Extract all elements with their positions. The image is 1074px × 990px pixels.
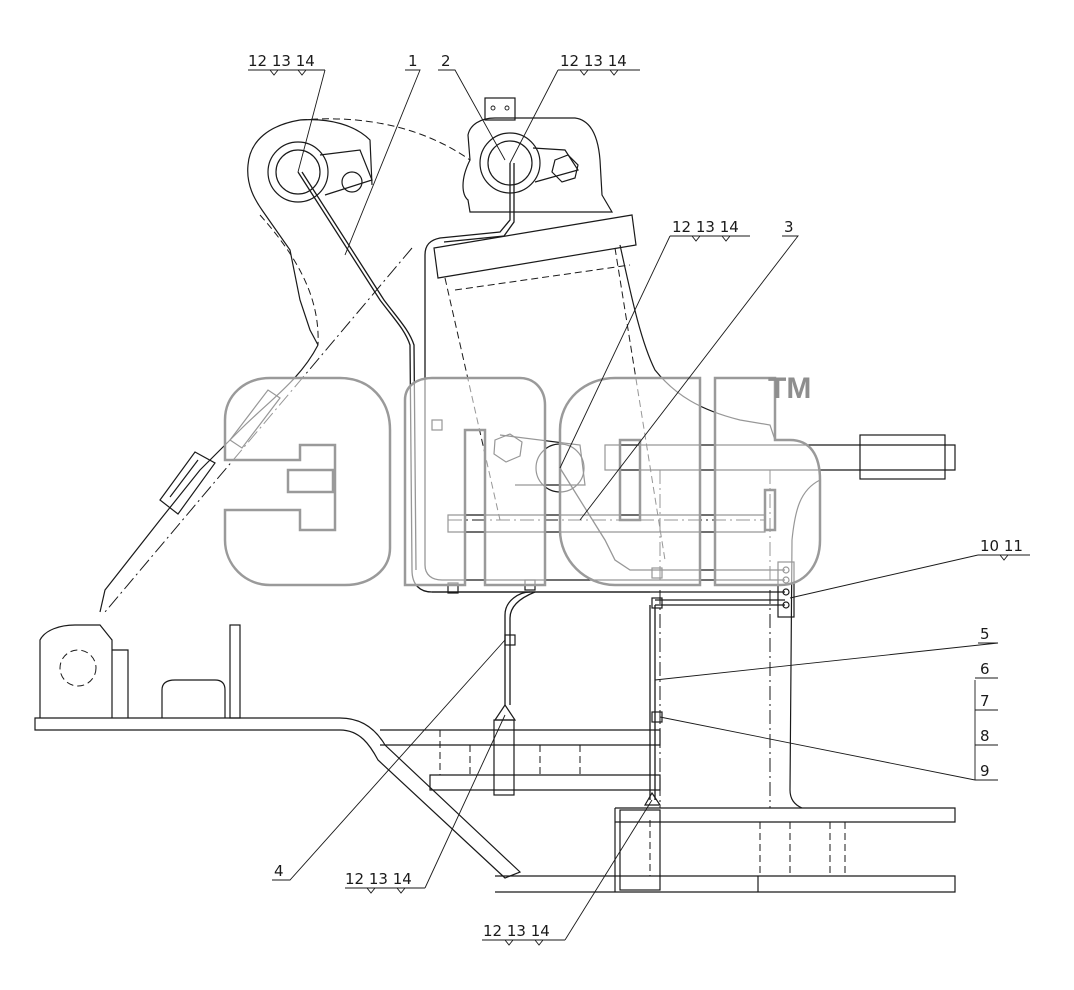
callout-3: 3	[784, 218, 794, 236]
callout-labels: 12 13 14 1 2 12 13 14 12 13 14 3 10 11 5…	[248, 52, 1023, 940]
callout-12-13-14-c: 12 13 14	[672, 218, 739, 236]
callout-5: 5	[980, 625, 990, 643]
callout-brackets	[269, 69, 1009, 946]
base-frame	[34, 624, 956, 893]
callout-2: 2	[441, 52, 451, 70]
callout-8: 8	[980, 727, 990, 745]
callout-12-13-14-b: 12 13 14	[560, 52, 627, 70]
callout-4: 4	[274, 862, 284, 880]
callout-7: 7	[980, 692, 990, 710]
callout-12-13-14-a: 12 13 14	[248, 52, 315, 70]
callout-10-11: 10 11	[980, 537, 1023, 555]
callout-6: 6	[980, 660, 990, 678]
callout-12-13-14-e: 12 13 14	[483, 922, 550, 940]
callout-12-13-14-d: 12 13 14	[345, 870, 412, 888]
callout-9: 9	[980, 762, 990, 780]
callout-1: 1	[408, 52, 418, 70]
watermark-logo: TM	[223, 372, 822, 587]
leader-lines	[248, 69, 1030, 941]
trademark-label: TM	[768, 372, 811, 405]
